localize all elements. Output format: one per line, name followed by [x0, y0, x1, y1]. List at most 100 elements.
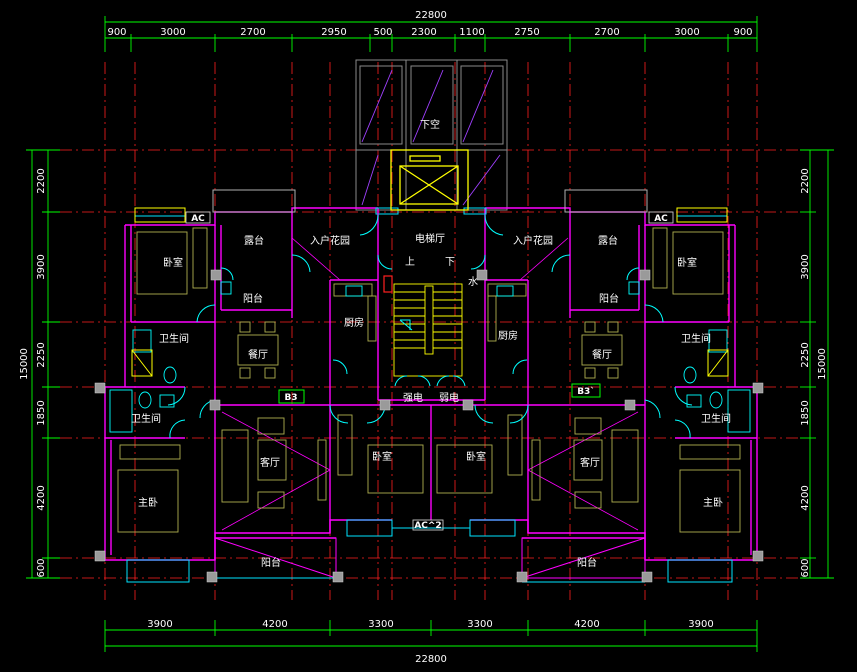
- tag-boxes: [185, 211, 674, 531]
- room-label-living: 客厅: [580, 456, 600, 469]
- room-label-kitchen: 厨房: [498, 329, 518, 342]
- basin: [686, 394, 702, 408]
- room-label-bathroom: 卫生间: [681, 332, 711, 345]
- wardrobe: [679, 444, 741, 460]
- room-label-balcony: 阳台: [261, 556, 281, 569]
- terrace-outlines: [212, 189, 648, 213]
- room-label-entry-garden: 入户花园: [513, 234, 553, 247]
- toilet: [683, 366, 697, 384]
- dim-right-seg: 2250: [800, 342, 811, 367]
- chair: [607, 367, 619, 379]
- furniture: [117, 227, 741, 533]
- chair: [239, 367, 251, 379]
- dim-right-total: 15000: [817, 348, 828, 380]
- armchair: [574, 491, 602, 509]
- dim-top-seg: 900: [107, 27, 126, 38]
- wardrobe: [337, 414, 353, 476]
- room-label-water: 水: [468, 276, 478, 288]
- dimension-labels: 22800 900 3000 2700 2950 500 2300 1100 2…: [19, 10, 828, 665]
- red-shaft-marks: [383, 275, 393, 293]
- sofa: [221, 429, 249, 503]
- ac-tag: AC: [191, 214, 205, 224]
- dim-bottom-seg: 3300: [368, 619, 393, 630]
- chair: [239, 321, 251, 333]
- room-labels: 下空 电梯厅 上 下 水 强电 弱电 露台 露台 入户花园 入户花园 卧室 卧室…: [131, 118, 731, 569]
- dim-left-seg: 2200: [36, 168, 47, 193]
- sanitary-fixtures: [109, 281, 751, 433]
- wardrobe: [507, 414, 523, 476]
- bathtub: [727, 389, 751, 433]
- sofa: [611, 429, 639, 503]
- b3-boxes: [278, 383, 601, 404]
- room-label-balcony: 阳台: [577, 556, 597, 569]
- bed: [117, 469, 179, 533]
- shower: [708, 329, 728, 353]
- dim-top-seg: 1100: [459, 27, 484, 38]
- tv-sightlines: [221, 212, 639, 531]
- room-label-master-bedroom: 主卧: [703, 496, 723, 509]
- dim-left-seg: 4200: [36, 485, 47, 510]
- room-label-entry-garden: 入户花园: [310, 234, 350, 247]
- bed: [136, 231, 188, 295]
- ac-tag: AC: [654, 214, 668, 224]
- room-label-strong-electric: 强电: [403, 391, 423, 404]
- columns: [94, 269, 764, 583]
- dim-bottom-seg: 3900: [688, 619, 713, 630]
- room-label-terrace: 露台: [598, 234, 618, 247]
- coffee-table: [573, 439, 603, 481]
- room-label-bedroom: 卧室: [163, 256, 183, 269]
- dim-bottom-seg: 3300: [467, 619, 492, 630]
- door-swings: [167, 214, 693, 439]
- dining-table: [237, 334, 279, 366]
- sink: [496, 285, 514, 297]
- coffee-table: [257, 439, 287, 481]
- room-label-terrace: 露台: [244, 234, 264, 247]
- chair: [584, 321, 596, 333]
- toilet: [709, 391, 723, 409]
- dim-right-seg: 600: [800, 558, 811, 577]
- dim-top-seg: 3000: [674, 27, 699, 38]
- tv-cabinet: [317, 439, 327, 501]
- room-label-weak-electric: 弱电: [439, 391, 459, 404]
- wardrobe: [192, 227, 208, 289]
- room-label-elevator-hall: 电梯厅: [415, 232, 445, 245]
- chair: [264, 321, 276, 333]
- sink: [345, 285, 363, 297]
- dim-bottom-seg: 3900: [147, 619, 172, 630]
- dining-table: [581, 334, 623, 366]
- dim-left-seg: 2250: [36, 342, 47, 367]
- room-label-kitchen: 厨房: [344, 316, 364, 329]
- armchair: [257, 417, 285, 435]
- dim-bottom-seg: 4200: [262, 619, 287, 630]
- armchair: [257, 491, 285, 509]
- bed: [672, 231, 724, 295]
- dim-left-seg: 600: [36, 558, 47, 577]
- dim-right-seg: 2200: [800, 168, 811, 193]
- dim-top-seg: 2700: [594, 27, 619, 38]
- dim-left-seg: 1850: [36, 400, 47, 425]
- tv-cabinet: [531, 439, 541, 501]
- bed: [679, 469, 741, 533]
- chair: [607, 321, 619, 333]
- room-label-bathroom: 卫生间: [159, 332, 189, 345]
- b3-tag: B3`: [577, 386, 595, 397]
- room-label-bathroom: 卫生间: [131, 412, 161, 425]
- walls: [104, 207, 758, 561]
- void-diagonals: [361, 69, 501, 206]
- counter: [367, 295, 377, 342]
- chair: [584, 367, 596, 379]
- dim-left-seg: 3900: [36, 254, 47, 279]
- dim-top-seg: 2950: [321, 27, 346, 38]
- toilet: [163, 366, 177, 384]
- bottom-balconies: [214, 537, 646, 583]
- dim-right-seg: 3900: [800, 254, 811, 279]
- room-label-dining: 餐厅: [592, 348, 612, 361]
- b3-tag: B3: [284, 393, 297, 403]
- room-label-void: 下空: [420, 118, 440, 131]
- dim-top-seg: 900: [733, 27, 752, 38]
- dim-left-total: 15000: [19, 348, 30, 380]
- room-label-balcony: 阳台: [599, 292, 619, 305]
- room-label-bedroom: 卧室: [677, 256, 697, 269]
